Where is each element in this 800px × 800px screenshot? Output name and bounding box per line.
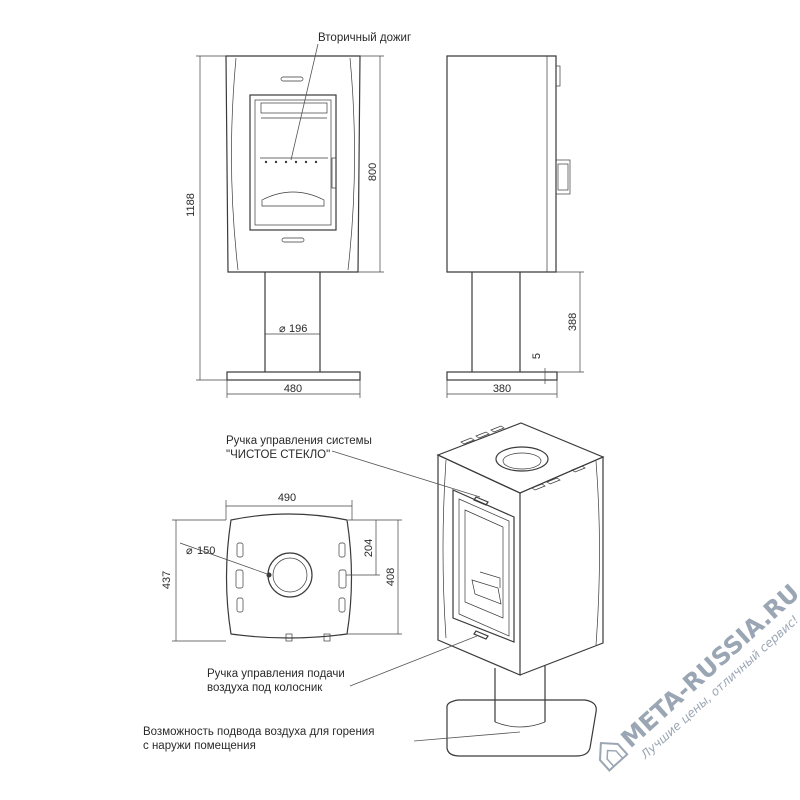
dim-front-base-width: 480 [284,383,302,395]
dim-top-depth-inner: 408 [385,568,397,586]
label-outside-air-line1: Возможность подвода воздуха для горения [143,726,374,738]
isometric-view [436,422,605,757]
dim-pipe-diameter: 196 [289,323,307,335]
side-view: 388 5 380 [446,55,584,398]
label-clean-glass-line2: "ЧИСТОЕ СТЕКЛО" [226,449,330,461]
label-clean-glass-line1: Ручка управления системы [226,435,372,447]
dim-side-gap: 5 [531,353,543,359]
dim-side-base-width: 380 [493,383,511,395]
dim-flue-offset: 204 [363,539,375,557]
label-air-supply-line1: Ручка управления подачи [207,668,345,680]
secondary-burn-holes [264,160,318,164]
front-view: 1188 800 ⌀ 196 480 Вторичный дожиг [185,32,411,398]
top-view: 490 ⌀ 150 437 204 408 [161,492,402,642]
watermark-brand: META-RUSSIA.RU [616,579,800,754]
watermark-logo-icon [598,742,629,772]
dim-leg-height: 388 [567,313,579,331]
top-vent-slots [460,425,586,491]
callouts: Ручка управления системы "ЧИСТОЕ СТЕКЛО"… [143,435,521,752]
watermark-slogan: Лучшие цены, отличный сервис! [637,613,800,763]
dim-total-height: 1188 [185,193,197,217]
label-air-supply-line2: воздуха под колосник [207,682,323,694]
dim-top-width: 490 [278,492,296,504]
dim-body-height: 800 [367,163,379,181]
dim-flue-diameter-sym: ⌀ [186,545,193,557]
watermark: META-RUSSIA.RU Лучшие цены, отличный сер… [598,579,800,772]
dim-flue-diameter: 150 [197,545,215,557]
label-outside-air-line2: с наружи помещения [143,740,256,752]
dim-top-depth: 437 [161,571,173,589]
dim-pipe-diameter-sym: ⌀ [279,323,286,335]
label-secondary-burn: Вторичный дожиг [318,32,411,44]
